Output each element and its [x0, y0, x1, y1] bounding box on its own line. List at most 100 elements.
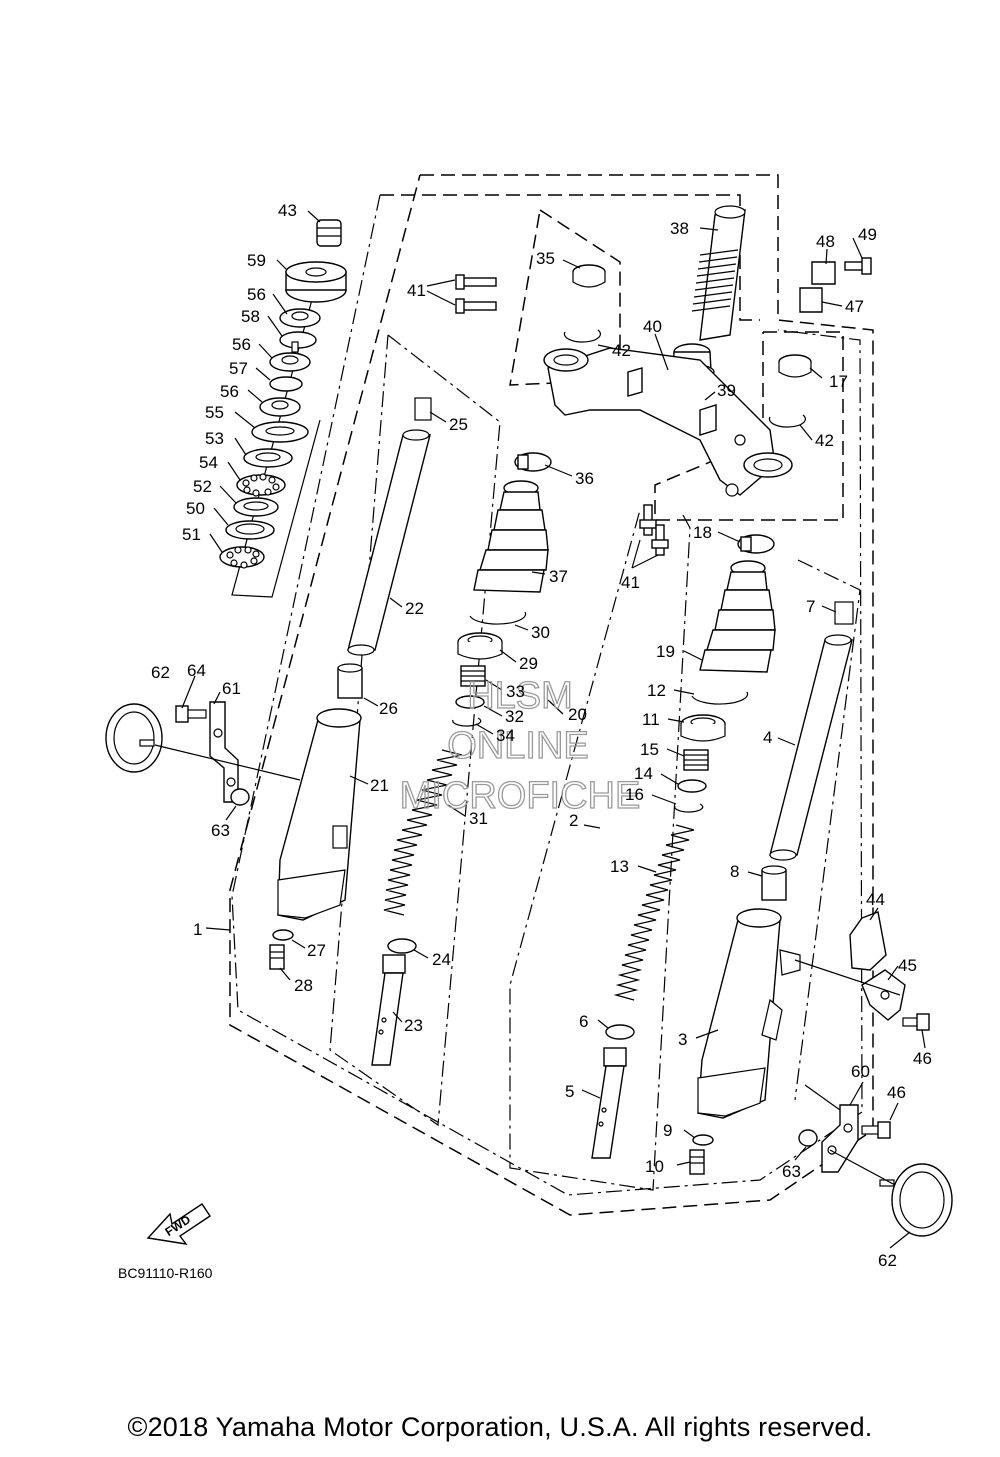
callout-59[interactable]: 59 — [247, 251, 266, 270]
callout-46-b[interactable]: 46 — [887, 1083, 906, 1102]
part-49-bolt — [844, 257, 872, 275]
callout-56[interactable]: 56 — [247, 285, 266, 304]
callout-6[interactable]: 6 — [579, 1012, 588, 1031]
callout-63[interactable]: 63 — [211, 821, 230, 840]
callout-52[interactable]: 52 — [193, 477, 212, 496]
callout-19[interactable]: 19 — [656, 642, 675, 661]
callout-60[interactable]: 60 — [851, 1062, 870, 1081]
callout-62[interactable]: 62 — [151, 663, 170, 682]
callout-41-b[interactable]: 41 — [621, 573, 640, 592]
callout-28[interactable]: 28 — [294, 976, 313, 995]
callout-51[interactable]: 51 — [182, 525, 201, 544]
callout-54[interactable]: 54 — [199, 453, 218, 472]
callout-5[interactable]: 5 — [565, 1082, 574, 1101]
part-29-seal — [457, 632, 503, 660]
callout-14[interactable]: 14 — [634, 764, 653, 783]
callout-37[interactable]: 37 — [549, 567, 568, 586]
part-26-collar — [337, 663, 363, 699]
part-59-cover — [285, 261, 347, 303]
callout-44[interactable]: 44 — [866, 890, 885, 909]
callout-23[interactable]: 23 — [404, 1016, 423, 1035]
callout-41[interactable]: 41 — [407, 281, 426, 300]
callout-57[interactable]: 57 — [229, 359, 248, 378]
part-24-washer — [387, 938, 417, 954]
part-22-inner-tube — [347, 429, 431, 656]
callout-7[interactable]: 7 — [806, 597, 815, 616]
callout-15[interactable]: 15 — [640, 740, 659, 759]
callout-20[interactable]: 20 — [568, 705, 587, 724]
callout-26[interactable]: 26 — [379, 699, 398, 718]
part-4-inner-tube — [769, 634, 853, 861]
part-7-spring — [834, 601, 854, 625]
callout-56-b[interactable]: 56 — [232, 335, 251, 354]
watermark-line-1: HLSM — [467, 675, 573, 717]
callout-11[interactable]: 11 — [642, 710, 660, 729]
callout-4[interactable]: 4 — [763, 728, 772, 747]
callout-56-c[interactable]: 56 — [220, 382, 239, 401]
callout-64[interactable]: 64 — [187, 661, 206, 680]
callout-61[interactable]: 61 — [222, 679, 241, 698]
callout-38[interactable]: 38 — [670, 219, 689, 238]
right-reflector-assembly — [794, 911, 953, 1237]
part-9-washer — [692, 1134, 714, 1146]
callout-40[interactable]: 40 — [643, 317, 662, 336]
callout-42[interactable]: 42 — [612, 341, 631, 360]
part-64-bolt — [175, 705, 207, 723]
part-8-collar — [761, 865, 787, 901]
callout-42-b[interactable]: 42 — [815, 431, 834, 450]
part-28-bolt — [269, 944, 285, 970]
callout-58[interactable]: 58 — [241, 307, 260, 326]
part-11-seal — [680, 714, 726, 742]
callout-30[interactable]: 30 — [531, 623, 550, 642]
part-51-bearing — [219, 546, 265, 569]
callout-32[interactable]: 32 — [505, 707, 524, 726]
callout-21[interactable]: 21 — [370, 776, 389, 795]
callout-63-b[interactable]: 63 — [782, 1162, 801, 1181]
callout-25[interactable]: 25 — [449, 415, 468, 434]
callout-53[interactable]: 53 — [205, 429, 224, 448]
part-32-oring — [455, 695, 485, 709]
callout-16[interactable]: 16 — [625, 785, 644, 804]
callout-36[interactable]: 36 — [575, 469, 594, 488]
callout-50[interactable]: 50 — [186, 499, 205, 518]
left-reflector-assembly — [105, 701, 301, 806]
callout-29[interactable]: 29 — [519, 654, 538, 673]
callout-3[interactable]: 3 — [678, 1030, 687, 1049]
callout-10[interactable]: 10 — [645, 1157, 664, 1176]
callout-12[interactable]: 12 — [647, 681, 666, 700]
watermark-line-3: MICROFICHE — [400, 775, 641, 817]
callout-62-b[interactable]: 62 — [878, 1251, 897, 1270]
callouts: 43 59 56 58 56 57 56 55 53 54 52 50 51 4… — [151, 201, 932, 1270]
part-63-nut — [230, 788, 250, 806]
callout-22[interactable]: 22 — [405, 599, 424, 618]
watermark-line-2: ONLINE — [447, 725, 588, 767]
callout-48[interactable]: 48 — [816, 232, 835, 251]
callout-35[interactable]: 35 — [536, 249, 555, 268]
callout-2[interactable]: 2 — [569, 811, 578, 830]
callout-13[interactable]: 13 — [610, 857, 629, 876]
callout-45[interactable]: 45 — [898, 956, 917, 975]
callout-47[interactable]: 47 — [845, 297, 864, 316]
callout-8[interactable]: 8 — [730, 862, 739, 881]
callout-46[interactable]: 46 — [913, 1049, 932, 1068]
part-50-race — [225, 520, 275, 540]
callout-33[interactable]: 33 — [506, 682, 525, 701]
callout-17[interactable]: 17 — [829, 372, 848, 391]
callout-39[interactable]: 39 — [717, 381, 736, 400]
callout-9[interactable]: 9 — [663, 1121, 672, 1140]
callout-49[interactable]: 49 — [858, 225, 877, 244]
callout-31[interactable]: 31 — [469, 809, 488, 828]
callout-34[interactable]: 34 — [496, 726, 515, 745]
part-31-spring — [383, 749, 463, 916]
callout-43[interactable]: 43 — [278, 201, 297, 220]
callout-1[interactable]: 1 — [193, 920, 202, 939]
callout-27[interactable]: 27 — [307, 941, 326, 960]
callout-18[interactable]: 18 — [693, 523, 712, 542]
part-56-nut-c — [259, 397, 301, 417]
part-10-bolt — [689, 1149, 705, 1175]
part-48-bracket — [799, 261, 836, 313]
part-6-washer — [605, 1024, 635, 1040]
callout-55[interactable]: 55 — [205, 403, 224, 422]
watermark: HLSM ONLINE MICROFICHE — [399, 674, 641, 817]
callout-24[interactable]: 24 — [432, 950, 451, 969]
